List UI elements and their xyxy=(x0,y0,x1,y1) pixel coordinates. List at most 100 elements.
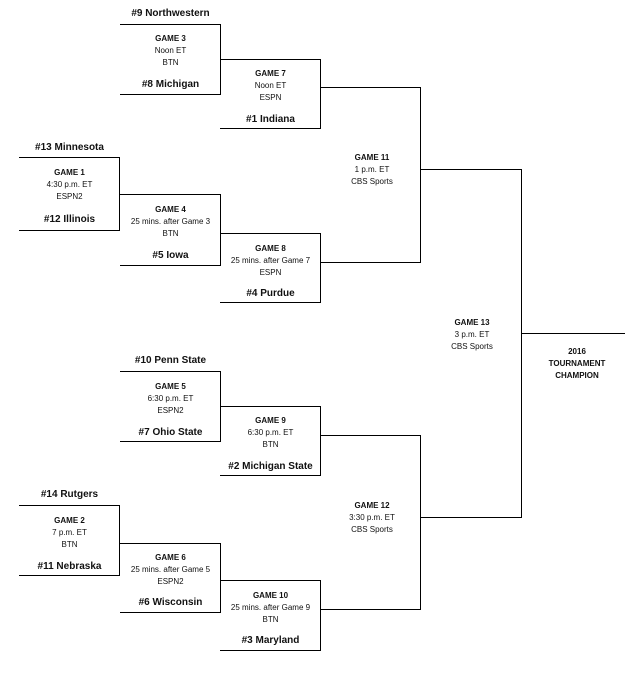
team-label: #3 Maryland xyxy=(241,635,300,646)
bracket-line xyxy=(120,94,221,95)
game-time: 25 mins. after Game 5 xyxy=(130,565,211,574)
game-5-info: GAME 5 6:30 p.m. ET ESPN2 xyxy=(120,381,221,417)
game-10-info: GAME 10 25 mins. after Game 9 BTN xyxy=(220,590,321,626)
game-7-info: GAME 7 Noon ET ESPN xyxy=(220,68,321,104)
team-label: #11 Nebraska xyxy=(37,561,102,572)
game-label: GAME 7 xyxy=(255,69,286,78)
game-label: GAME 9 xyxy=(255,416,286,425)
bracket-line xyxy=(320,233,321,303)
bracket-line xyxy=(220,543,221,613)
game-11-info: GAME 11 1 p.m. ET CBS Sports xyxy=(320,152,424,188)
team-label: #1 Indiana xyxy=(246,114,295,125)
bracket-line xyxy=(120,371,221,372)
game-network: ESPN xyxy=(259,93,282,102)
bracket-line xyxy=(320,580,321,651)
game-time: 3 p.m. ET xyxy=(454,330,490,339)
team-label: #8 Michigan xyxy=(141,79,200,90)
game-12-info: GAME 12 3:30 p.m. ET CBS Sports xyxy=(320,500,424,536)
bracket-line xyxy=(120,24,221,25)
bracket-line xyxy=(120,612,221,613)
game-label: GAME 8 xyxy=(255,244,286,253)
game-8-info: GAME 8 25 mins. after Game 7 ESPN xyxy=(220,243,321,279)
bracket-line xyxy=(220,475,321,476)
game-time: 3:30 p.m. ET xyxy=(349,513,395,522)
team-label: #5 Iowa xyxy=(152,250,189,261)
game-3-info: GAME 3 Noon ET BTN xyxy=(120,33,221,69)
game-network: ESPN xyxy=(259,268,282,277)
game-9-info: GAME 9 6:30 p.m. ET BTN xyxy=(220,415,321,451)
game-13-info: GAME 13 3 p.m. ET CBS Sports xyxy=(420,317,524,353)
bracket-line xyxy=(521,169,522,518)
bracket-line xyxy=(420,517,522,518)
bracket-line xyxy=(220,580,321,581)
game-network: ESPN2 xyxy=(56,192,83,201)
game-2-info: GAME 2 7 p.m. ET BTN xyxy=(19,515,120,551)
game-time: 6:30 p.m. ET xyxy=(147,394,194,403)
bracket-line xyxy=(420,87,421,263)
game-time: 25 mins. after Game 3 xyxy=(130,217,211,226)
game-label: GAME 4 xyxy=(155,205,186,214)
team-label: #13 Minnesota xyxy=(35,142,104,153)
bracket-line xyxy=(320,609,421,610)
game-network: CBS Sports xyxy=(451,342,493,351)
champion-line: CHAMPION xyxy=(555,371,599,380)
game-1-info: GAME 1 4:30 p.m. ET ESPN2 xyxy=(19,167,120,203)
team-label: #14 Rutgers xyxy=(40,489,99,500)
game-time: Noon ET xyxy=(254,81,287,90)
game-label: GAME 3 xyxy=(155,34,186,43)
bracket-line xyxy=(220,233,321,234)
game-label: GAME 6 xyxy=(155,553,186,562)
bracket-line xyxy=(220,406,321,407)
bracket-line xyxy=(320,406,321,476)
game-time: 25 mins. after Game 7 xyxy=(230,256,311,265)
bracket-line xyxy=(320,262,421,263)
game-label: GAME 1 xyxy=(54,168,85,177)
team-label: #10 Penn State xyxy=(134,355,207,366)
bracket-line xyxy=(120,441,221,442)
team-label: #12 Illinois xyxy=(43,214,96,225)
team-label: #7 Ohio State xyxy=(138,427,203,438)
game-network: ESPN2 xyxy=(157,577,184,586)
game-time: 1 p.m. ET xyxy=(354,165,390,174)
game-network: BTN xyxy=(262,615,279,624)
bracket-line xyxy=(420,169,522,170)
bracket-line xyxy=(220,194,221,266)
game-network: CBS Sports xyxy=(351,177,393,186)
game-label: GAME 12 xyxy=(354,501,390,510)
team-label: #4 Purdue xyxy=(246,288,295,299)
game-network: BTN xyxy=(61,540,78,549)
team-label: #6 Wisconsin xyxy=(138,597,203,608)
champion-line: TOURNAMENT xyxy=(548,359,606,368)
bracket-line xyxy=(220,302,321,303)
game-network: BTN xyxy=(162,229,179,238)
bracket-line xyxy=(220,59,321,60)
bracket-line xyxy=(320,435,421,436)
game-time: 25 mins. after Game 9 xyxy=(230,603,311,612)
bracket-line xyxy=(19,575,120,576)
bracket-line xyxy=(120,194,221,195)
team-label: #2 Michigan State xyxy=(228,461,313,472)
team-label: #9 Northwestern xyxy=(131,8,210,19)
bracket-line xyxy=(220,650,321,651)
game-network: ESPN2 xyxy=(157,406,184,415)
game-label: GAME 5 xyxy=(155,382,186,391)
game-network: BTN xyxy=(162,58,179,67)
game-network: BTN xyxy=(262,440,279,449)
game-label: GAME 13 xyxy=(454,318,490,327)
bracket-line xyxy=(19,157,120,158)
bracket-line xyxy=(120,265,221,266)
bracket-line xyxy=(119,157,120,231)
bracket-line xyxy=(320,59,321,129)
game-6-info: GAME 6 25 mins. after Game 5 ESPN2 xyxy=(120,552,221,588)
bracket-line xyxy=(521,333,625,334)
game-label: GAME 10 xyxy=(252,591,289,600)
game-time: Noon ET xyxy=(154,46,187,55)
game-label: GAME 11 xyxy=(354,153,390,162)
game-time: 6:30 p.m. ET xyxy=(247,428,294,437)
bracket-line xyxy=(220,128,321,129)
bracket-line xyxy=(320,87,421,88)
game-network: CBS Sports xyxy=(351,525,393,534)
champion-label: 2016 TOURNAMENT CHAMPION xyxy=(525,346,629,382)
bracket-line xyxy=(120,543,221,544)
game-4-info: GAME 4 25 mins. after Game 3 BTN xyxy=(120,204,221,240)
